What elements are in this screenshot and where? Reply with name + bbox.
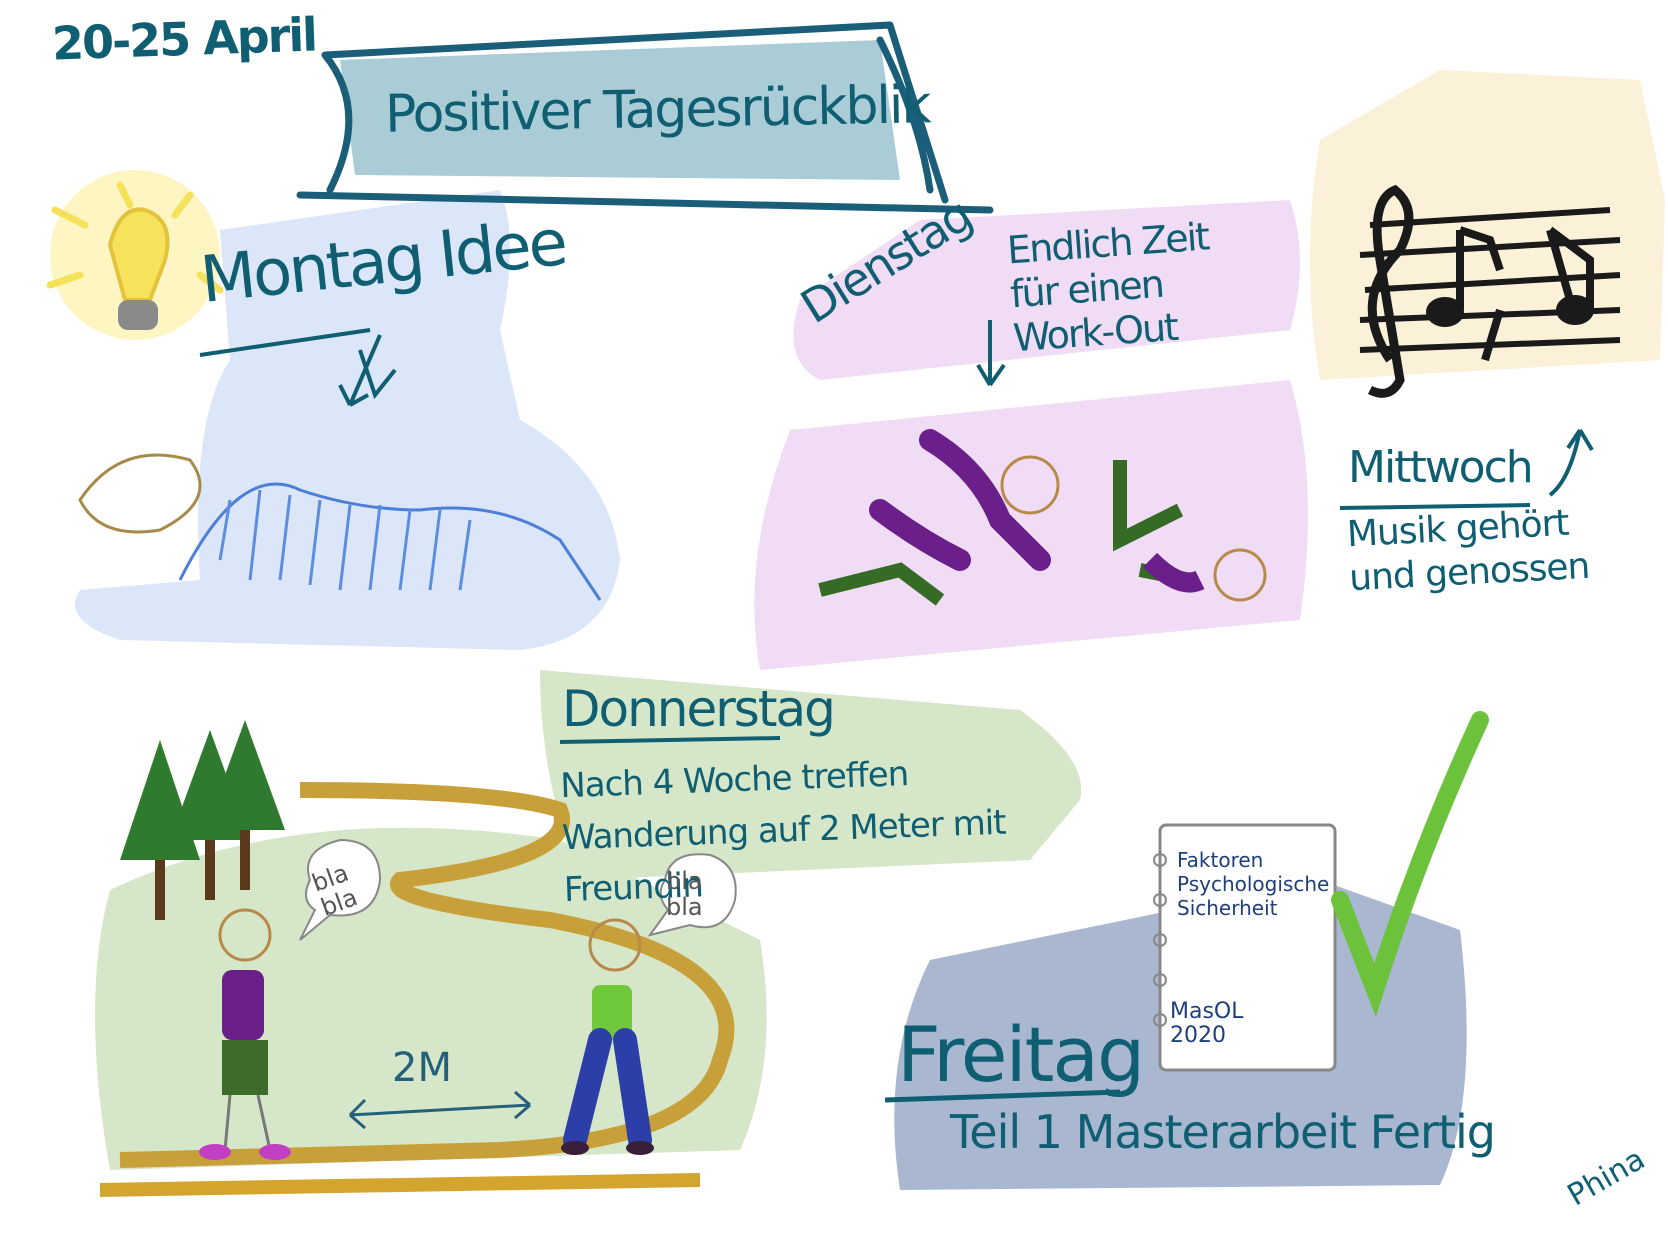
- sleeping-person-sketch: [78, 453, 202, 534]
- music-notes-icon: [1359, 184, 1621, 398]
- hiker-right: [561, 918, 654, 1155]
- title-banner-frame: [296, 21, 994, 214]
- blanket-sketch: [178, 482, 602, 601]
- tuesday-image-background: [754, 380, 1308, 670]
- trees-icon: [120, 720, 285, 920]
- speech-bubble-right: [647, 853, 737, 937]
- thursday-day: Donnerstag: [562, 680, 836, 738]
- book-subtitle: MasOL 2020: [1170, 999, 1244, 1048]
- thursday-text: Nach 4 Woche treffen Wanderung auf 2 Met…: [559, 754, 1007, 911]
- friday-day: Freitag: [897, 1010, 1145, 1099]
- speech-bubble-left: [299, 838, 382, 941]
- friday-text: Teil 1 Masterarbeit Fertig: [950, 1105, 1496, 1159]
- thesis-book: [1158, 823, 1337, 1072]
- wednesday-background: [1310, 70, 1665, 380]
- monday-background: [75, 190, 620, 650]
- checkmark-icon: [1331, 711, 1489, 1017]
- date-range: 20-25 April: [51, 7, 317, 71]
- page-title: Positiver Tagesrückblik: [384, 75, 931, 145]
- title-banner: [340, 40, 900, 180]
- speech-text-right: bla bla: [666, 867, 703, 921]
- distance-label: 2M: [392, 1045, 452, 1091]
- workout-figure-1: [869, 429, 1051, 571]
- wednesday-day: Mittwoch: [1348, 442, 1534, 493]
- hiking-path: [119, 782, 735, 1168]
- book-title: Faktoren Psychologische Sicherheit: [1177, 848, 1330, 920]
- tuesday-text: Endlich Zeit für einen Work-Out: [1005, 214, 1210, 361]
- thursday-text-background: [540, 670, 1082, 880]
- hiker-left: [199, 908, 291, 1160]
- tuesday-title-background: [793, 200, 1300, 380]
- distance-arrow: [348, 1090, 531, 1130]
- wednesday-text: Musik gehört und genossen: [1345, 502, 1591, 600]
- lightbulb-icon: [107, 207, 170, 302]
